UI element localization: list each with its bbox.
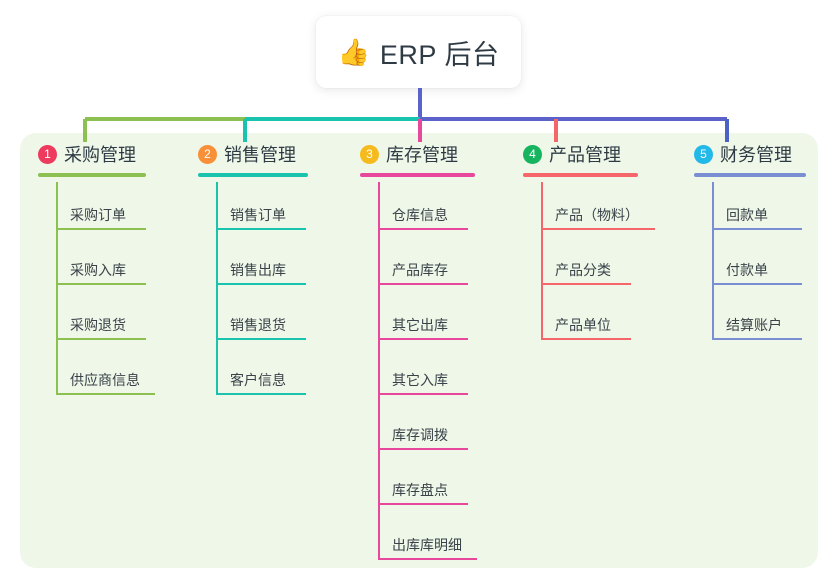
column-header-rule-3 (360, 173, 475, 177)
list-item-label: 采购入库 (70, 262, 126, 278)
root-title-card[interactable]: 👍 ERP 后台 (316, 16, 521, 88)
list-item-rule (712, 338, 802, 340)
column-badge-5: 5 (694, 144, 713, 164)
list-item-label: 出库库明细 (392, 537, 462, 553)
list-item-label: 其它出库 (392, 317, 448, 333)
list-item-rule (216, 228, 306, 230)
list-item-label: 库存盘点 (392, 482, 448, 498)
column-badge-4: 4 (523, 144, 542, 164)
column-header-rule-5 (694, 173, 806, 177)
list-item-label: 仓库信息 (392, 207, 448, 223)
column-spine-3 (378, 182, 380, 560)
list-item-rule (378, 558, 477, 560)
list-item-label: 采购退货 (70, 317, 126, 333)
list-item-rule (378, 393, 468, 395)
list-item-rule (378, 338, 468, 340)
list-item-rule (378, 228, 468, 230)
list-item-rule (712, 283, 802, 285)
list-item-label: 付款单 (726, 262, 768, 278)
list-item-label: 客户信息 (230, 372, 286, 388)
column-title-4: 产品管理 (549, 145, 621, 165)
column-spine-2 (216, 182, 218, 395)
list-item-rule (216, 393, 306, 395)
list-item-label: 销售退货 (230, 317, 286, 333)
column-badge-3: 3 (360, 144, 379, 164)
list-item-label: 产品（物料） (555, 207, 639, 223)
column-header-3[interactable]: 3 库存管理 (360, 141, 458, 167)
column-title-2: 销售管理 (224, 145, 296, 165)
list-item-rule (712, 228, 802, 230)
column-header-4[interactable]: 4 产品管理 (523, 141, 621, 167)
list-item-rule (541, 228, 655, 230)
list-item-rule (541, 338, 631, 340)
list-item-label: 库存调拨 (392, 427, 448, 443)
list-item-rule (378, 503, 468, 505)
column-header-rule-2 (198, 173, 308, 177)
column-spine-5 (712, 182, 714, 340)
list-item-label: 采购订单 (70, 207, 126, 223)
modules-panel (20, 133, 818, 568)
list-item-rule (216, 283, 306, 285)
column-title-3: 库存管理 (386, 145, 458, 165)
column-header-5[interactable]: 5 财务管理 (694, 141, 792, 167)
list-item-label: 销售出库 (230, 262, 286, 278)
column-header-rule-1 (38, 173, 146, 177)
page-title: ERP 后台 (379, 39, 500, 70)
list-item-label: 销售订单 (230, 207, 286, 223)
column-header-2[interactable]: 2 销售管理 (198, 141, 296, 167)
list-item-rule (378, 448, 468, 450)
column-spine-1 (56, 182, 58, 395)
list-item-rule (56, 338, 146, 340)
list-item-rule (216, 338, 306, 340)
list-item-rule (56, 283, 146, 285)
list-item-label: 产品库存 (392, 262, 448, 278)
list-item-rule (56, 228, 146, 230)
column-header-rule-4 (523, 173, 638, 177)
list-item-label: 结算账户 (726, 317, 782, 333)
column-badge-2: 2 (198, 144, 217, 164)
column-badge-1: 1 (38, 144, 57, 164)
list-item-label: 产品单位 (555, 317, 611, 333)
list-item-rule (541, 283, 631, 285)
list-item-rule (378, 283, 468, 285)
column-title-5: 财务管理 (720, 145, 792, 165)
list-item-label: 回款单 (726, 207, 768, 223)
list-item-rule (56, 393, 155, 395)
column-spine-4 (541, 182, 543, 340)
column-title-1: 采购管理 (64, 145, 136, 165)
list-item-label: 供应商信息 (70, 372, 140, 388)
list-item-label: 其它入库 (392, 372, 448, 388)
list-item-label: 产品分类 (555, 262, 611, 278)
column-header-1[interactable]: 1 采购管理 (38, 141, 136, 167)
thumbs-up-emoji: 👍 (337, 37, 370, 67)
